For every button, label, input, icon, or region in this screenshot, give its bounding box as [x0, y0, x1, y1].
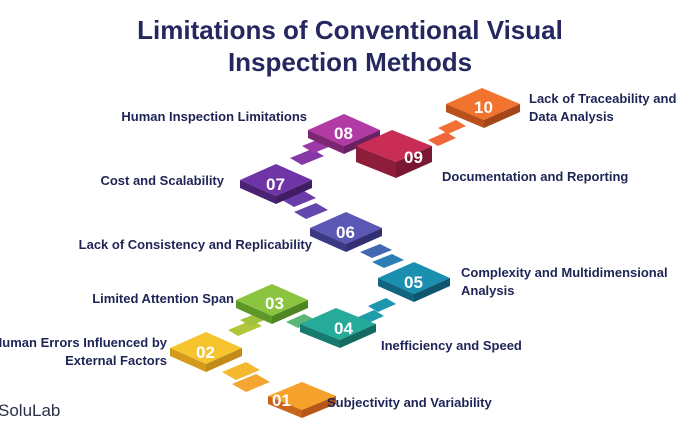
step-09-block: 09: [356, 130, 432, 178]
step-06-number: 06: [336, 223, 355, 242]
brand-logo-text: SoluLab: [0, 401, 61, 420]
step-04-number: 04: [334, 319, 353, 338]
connector-09-10-b: [438, 120, 466, 134]
step-08-label: Human Inspection Limitations: [121, 109, 307, 124]
step-04-label: Inefficiency and Speed: [381, 338, 522, 353]
step-10-top: [446, 88, 520, 120]
step-10-side-left: [446, 104, 484, 128]
title-line-2: Inspection Methods: [227, 47, 473, 77]
step-05-label-line-1: Complexity and Multidimensional: [461, 265, 668, 280]
connector-06-07: [294, 203, 328, 219]
connector-01-02-b: [222, 362, 260, 380]
step-02-side-left: [170, 348, 206, 372]
step-05-number: 05: [404, 273, 423, 292]
step-10-side-right: [484, 104, 520, 128]
step-03-side-right: [272, 300, 308, 324]
step-08-block: 08: [308, 114, 380, 154]
step-02-label-line-2: External Factors: [65, 353, 167, 368]
step-01-block: 01: [268, 382, 336, 418]
step-10-block: 10: [446, 88, 520, 128]
step-04-side-right: [340, 324, 376, 348]
step-09-side-left: [356, 146, 396, 178]
step-06-block: 06: [310, 212, 382, 252]
connector-06-07-b: [282, 191, 316, 207]
connector-04-05-b: [368, 298, 396, 312]
step-05-block: 05: [378, 262, 450, 302]
step-02-label-line-1: Human Errors Influenced by: [0, 335, 167, 350]
connector-03-04: [286, 314, 316, 328]
step-03-number: 03: [265, 294, 284, 313]
step-06-side-left: [310, 228, 346, 252]
connector-05-06: [372, 254, 404, 268]
step-07-block: 07: [240, 164, 312, 204]
step-07-label: Cost and Scalability: [100, 173, 224, 188]
title-line-1: Limitations of Conventional Visual: [137, 15, 563, 45]
step-05-label-line-2: Analysis: [461, 283, 515, 298]
step-09-side-right: [396, 146, 432, 178]
step-06-label: Lack of Consistency and Replicability: [78, 237, 312, 252]
step-01-side-left: [268, 396, 302, 418]
step-07-side-left: [240, 180, 276, 204]
step-01-number: 01: [272, 391, 291, 410]
page-title: Limitations of Conventional Visual Inspe…: [0, 14, 700, 78]
connector-07-08: [290, 149, 324, 165]
step-01-side-right: [302, 396, 336, 418]
step-10-number: 10: [474, 98, 493, 117]
step-02-side-right: [206, 348, 242, 372]
step-09-top: [356, 130, 432, 162]
step-03-block: 03: [236, 284, 308, 324]
step-04-block: 04: [300, 308, 376, 348]
step-08-number: 08: [334, 124, 353, 143]
step-10-label: Lack of Traceability and Data Analysis: [529, 90, 676, 126]
step-04-top: [300, 308, 376, 340]
step-02-label: Human Errors Influenced by External Fact…: [0, 334, 167, 370]
step-09-label: Documentation and Reporting: [442, 169, 629, 184]
connector-01-02: [232, 374, 270, 392]
step-08-side-right: [344, 130, 380, 154]
step-10-label-line-1: Lack of Traceability and: [529, 91, 677, 106]
step-05-label: Complexity and Multidimensional Analysis: [461, 264, 668, 300]
step-07-number: 07: [266, 175, 285, 194]
step-05-side-right: [414, 278, 450, 302]
step-10-label-line-2: Data Analysis: [529, 109, 614, 124]
step-02-number: 02: [196, 343, 215, 362]
connector-05-06-b: [360, 244, 392, 258]
step-06-side-right: [346, 228, 382, 252]
step-04-side-left: [300, 324, 340, 348]
step-03-side-left: [236, 300, 272, 324]
step-02-block: 02: [170, 332, 242, 372]
step-09-number: 09: [404, 148, 423, 167]
step-03-label: Limited Attention Span: [92, 291, 234, 306]
connectors: [222, 120, 466, 392]
step-07-side-right: [276, 180, 312, 204]
step-08-side-left: [308, 130, 344, 154]
connector-09-10: [428, 132, 456, 146]
step-01-label: Subjectivity and Variability: [327, 395, 492, 410]
step-05-side-left: [378, 278, 414, 302]
